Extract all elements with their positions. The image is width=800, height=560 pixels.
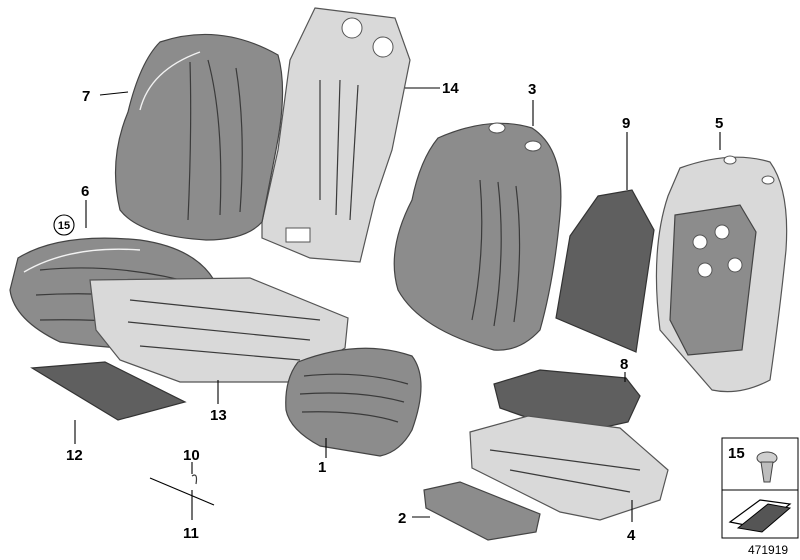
push-rivet-icon [756,451,778,483]
thigh-support-pad [423,481,541,541]
callout-13: 13 [210,407,227,424]
legend-label: 15 [728,445,745,462]
circled-callout-15: 15 [53,214,75,236]
wire [149,477,215,506]
callout-6: 6 [81,183,89,200]
backrest-foam-pad [393,122,562,351]
pad [30,361,187,421]
clip [191,474,198,485]
callout-12: 12 [66,447,83,464]
callout-11: 11 [183,525,199,542]
backrest-heating-element [261,7,411,263]
circled-callout-label: 15 [58,220,70,232]
callout-7: 7 [82,88,90,105]
backrest-frame-panel [655,155,788,393]
callout-8: 8 [620,356,628,373]
backrest-insulating-mat [555,189,655,353]
arrow-icon [728,499,792,533]
leader-lines [74,87,721,522]
document-id: 471919 [748,543,788,557]
callout-3: 3 [528,81,536,98]
callout-9: 9 [622,115,630,132]
callout-14: 14 [442,80,459,97]
callout-10: 10 [183,447,200,464]
backrest-cover [114,33,284,241]
seat-heating-element [89,277,349,383]
seat-cushion-cover [285,347,422,457]
legend-box: 15 [721,437,799,539]
callout-4: 4 [627,527,636,544]
callout-5: 5 [715,115,723,132]
seat-foam-pad [469,415,669,521]
callout-1: 1 [318,459,326,476]
callout-2: 2 [398,510,406,527]
